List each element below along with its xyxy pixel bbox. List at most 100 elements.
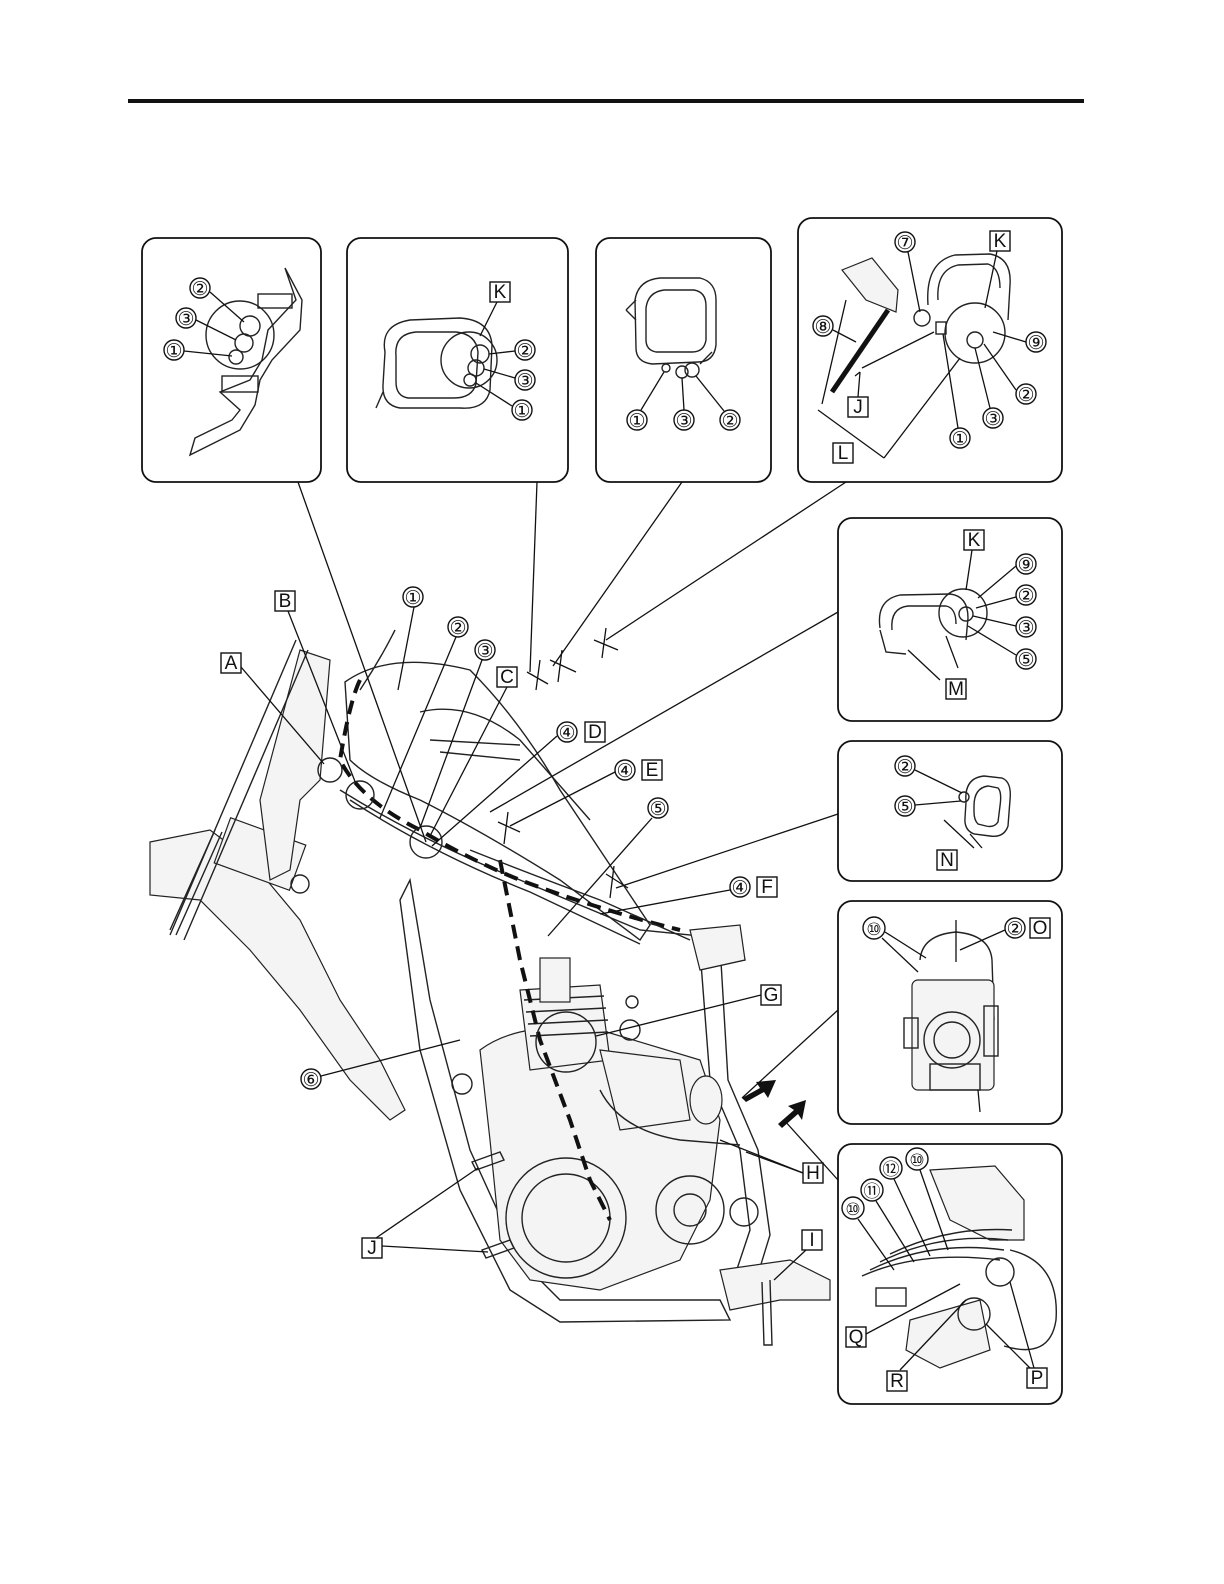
direction-arrow-1	[742, 1080, 776, 1102]
svg-text:②: ②	[449, 618, 466, 639]
main-letter-E: E	[642, 760, 662, 781]
main-letter-H: H	[803, 1163, 823, 1184]
svg-text:⑫: ⑫	[883, 1160, 900, 1179]
detail-panel-8: ⑩ ⑫ ⑪ ⑩ Q R P	[838, 1144, 1062, 1404]
p4-letter-L: L	[833, 443, 853, 464]
svg-text:③: ③	[1017, 618, 1034, 639]
p5-callout-9: ⑨	[1016, 554, 1036, 576]
svg-text:④: ④	[558, 723, 575, 744]
svg-text:⑤: ⑤	[1017, 650, 1034, 671]
svg-text:①: ①	[513, 401, 530, 422]
svg-text:④: ④	[731, 878, 748, 899]
p8-callout-12: ⑫	[880, 1157, 902, 1179]
fuel-tank-outline	[345, 662, 650, 940]
p2-callout-3: ③	[515, 370, 535, 392]
main-callout-4-E: ④	[615, 760, 635, 782]
detail-panel-5: K ⑨ ② ③ ⑤ M	[838, 518, 1062, 721]
main-frame-drawing	[150, 630, 830, 1345]
svg-text:①: ①	[951, 429, 968, 450]
svg-text:K: K	[968, 530, 981, 551]
p7-callout-2: ②	[1005, 918, 1025, 940]
p4-letter-J: J	[848, 397, 868, 418]
p5-callout-3: ③	[1016, 617, 1036, 639]
svg-text:①: ①	[165, 341, 182, 362]
p4-callout-1: ①	[950, 428, 970, 450]
svg-text:E: E	[646, 760, 659, 781]
svg-text:⑨: ⑨	[1017, 555, 1034, 576]
p8-callout-10b: ⑩	[842, 1197, 864, 1219]
svg-text:G: G	[764, 985, 779, 1006]
svg-text:K: K	[994, 231, 1007, 252]
p8-letter-R: R	[887, 1371, 907, 1392]
p4-letter-K: K	[990, 231, 1010, 252]
svg-text:②: ②	[1006, 919, 1023, 940]
main-letter-D: D	[585, 722, 605, 743]
svg-text:O: O	[1033, 918, 1048, 939]
svg-text:J: J	[853, 397, 863, 418]
detail-panel-2: K ② ③ ①	[347, 238, 568, 482]
p6-callout-2: ②	[895, 756, 915, 778]
p7-letter-O: O	[1030, 918, 1050, 939]
svg-text:⑩: ⑩	[845, 1200, 860, 1219]
panel-3-frame	[596, 238, 771, 482]
main-letter-A: A	[221, 653, 241, 674]
svg-text:F: F	[761, 877, 773, 898]
p4-callout-8: ⑧	[813, 316, 833, 338]
svg-text:③: ③	[516, 371, 533, 392]
main-letter-I: I	[802, 1230, 822, 1251]
svg-text:⑥: ⑥	[302, 1070, 319, 1091]
main-callout-2: ②	[448, 617, 468, 639]
detail-panel-4: ⑦ K ⑧ ⑨ J ② ③ ① L	[798, 218, 1062, 482]
svg-text:⑪: ⑪	[864, 1182, 881, 1201]
svg-text:②: ②	[1017, 385, 1034, 406]
main-callout-3: ③	[475, 640, 495, 662]
detail-panel-6: ② ⑤ N	[838, 741, 1062, 881]
p1-callout-1: ①	[164, 340, 184, 362]
svg-text:②: ②	[516, 341, 533, 362]
p8-letter-P: P	[1027, 1368, 1047, 1389]
p3-callout-1: ①	[627, 410, 647, 432]
p7-callout-10: ⑩	[863, 917, 885, 939]
detail-panel-7: ⑩ ② O	[838, 901, 1062, 1124]
main-letter-F: F	[757, 877, 777, 898]
svg-text:③: ③	[984, 409, 1001, 430]
svg-text:⑨: ⑨	[1027, 333, 1044, 354]
main-callout-4-F: ④	[730, 877, 750, 899]
svg-text:Q: Q	[849, 1327, 864, 1348]
svg-text:⑤: ⑤	[649, 799, 666, 820]
svg-text:③: ③	[476, 641, 493, 662]
p6-letter-N: N	[937, 850, 957, 871]
p5-callout-2: ②	[1016, 585, 1036, 607]
p8-callout-11: ⑪	[861, 1179, 883, 1201]
svg-text:L: L	[838, 443, 849, 464]
p1-callout-2: ②	[190, 278, 210, 300]
svg-text:H: H	[806, 1163, 820, 1184]
p4-callout-9: ⑨	[1026, 332, 1046, 354]
p5-letter-K: K	[964, 530, 984, 551]
main-letter-B: B	[275, 591, 295, 612]
svg-text:①: ①	[404, 588, 421, 609]
p2-callout-2: ②	[515, 340, 535, 362]
svg-text:⑧: ⑧	[814, 317, 831, 338]
svg-text:A: A	[225, 653, 238, 674]
main-callout-5: ⑤	[648, 798, 668, 820]
svg-text:⑩: ⑩	[866, 920, 881, 939]
svg-text:⑦: ⑦	[896, 233, 913, 254]
svg-text:I: I	[809, 1230, 814, 1251]
main-letter-G: G	[761, 985, 781, 1006]
airbox-boot	[690, 1076, 722, 1124]
p5-callout-5: ⑤	[1016, 649, 1036, 671]
detail-panel-1: ② ③ ①	[142, 238, 321, 482]
svg-text:⑤: ⑤	[896, 797, 913, 818]
p4-callout-2: ②	[1016, 384, 1036, 406]
ignition-coil	[540, 958, 570, 1002]
svg-text:J: J	[367, 1238, 377, 1259]
svg-text:P: P	[1031, 1368, 1044, 1389]
svg-text:②: ②	[896, 757, 913, 778]
main-callout-1: ①	[403, 587, 423, 609]
p4-callout-3: ③	[983, 408, 1003, 430]
svg-text:C: C	[500, 667, 514, 688]
svg-text:N: N	[940, 850, 954, 871]
svg-text:④: ④	[616, 761, 633, 782]
